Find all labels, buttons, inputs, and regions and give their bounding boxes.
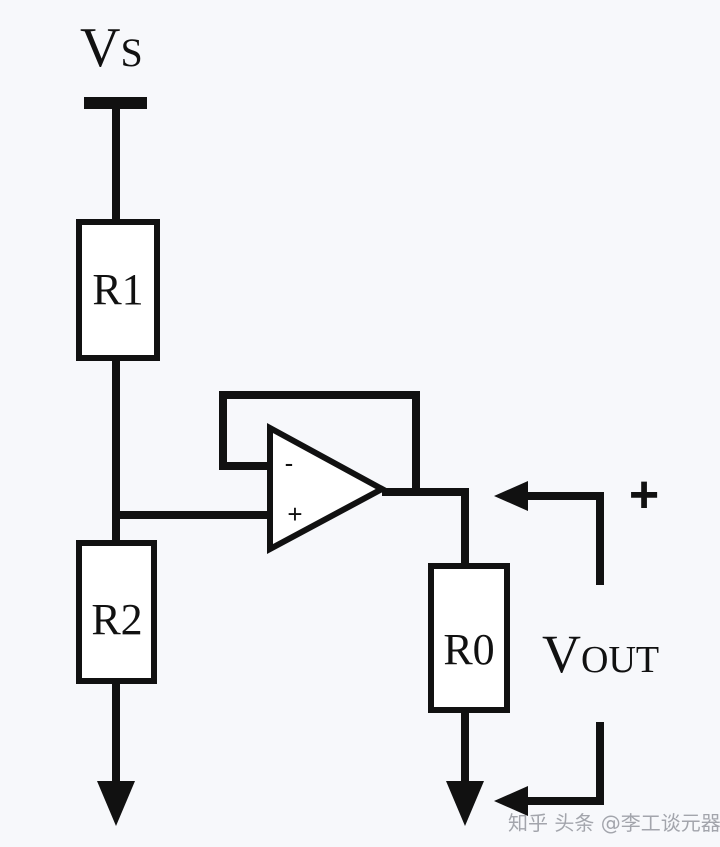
- wire-output-r0: [382, 488, 469, 566]
- output-label-subscript: OUT: [581, 639, 659, 681]
- vout-arrow-bottom: [494, 786, 528, 816]
- watermark-text: 知乎 头条 @李工谈元器件: [508, 811, 720, 835]
- resistor-r1: [76, 219, 160, 361]
- output-plus-sign: +: [629, 466, 659, 524]
- ground-arrow-left: [97, 781, 135, 826]
- output-label-letter: V: [542, 624, 581, 684]
- ground-arrow-right: [446, 781, 484, 826]
- feedback-wire: [219, 391, 420, 492]
- output-label: VOUT: [542, 624, 659, 684]
- vout-bracket-bottom: [520, 722, 604, 805]
- resistor-r2: [76, 540, 157, 684]
- opamp-triangle: [267, 422, 389, 555]
- resistor-r0-label: R0: [443, 625, 494, 674]
- resistor-r2-label: R2: [91, 595, 142, 644]
- supply-label-subscript: S: [120, 30, 142, 75]
- opamp-noninverting-sign: +: [287, 499, 302, 529]
- supply-label-letter: V: [80, 17, 120, 79]
- supply-label: VS: [80, 17, 143, 79]
- resistor-r0: [428, 563, 510, 713]
- resistor-r1-label: R1: [92, 265, 143, 314]
- vout-bracket-top: [520, 492, 604, 585]
- vout-arrow-top: [494, 481, 528, 511]
- opamp-inverting-sign: -: [285, 448, 294, 478]
